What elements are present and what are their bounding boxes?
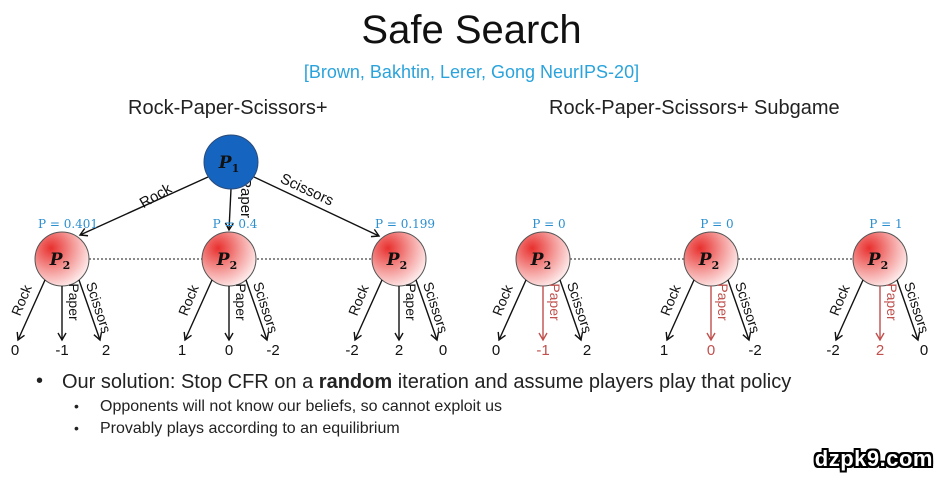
right-payoff-scissors-0: 2 bbox=[583, 342, 591, 359]
right-prob-label-0: P = 0 bbox=[532, 217, 565, 231]
right-payoff-rock-0: 0 bbox=[492, 342, 500, 359]
right-prob-label-1: P = 0 bbox=[700, 217, 733, 231]
left-payoff-scissors-0: 2 bbox=[102, 342, 110, 359]
right-edge-scissors-1 bbox=[727, 279, 752, 342]
bullet-list: Our solution: Stop CFR on a random itera… bbox=[36, 370, 792, 438]
right-edge-scissors-2 bbox=[896, 279, 921, 342]
right-edge-scissors-0 bbox=[559, 279, 584, 342]
root-edge-paper bbox=[224, 188, 234, 232]
left-prob-label-0: P = 0.401 bbox=[38, 217, 98, 231]
left-edge-rock-2 bbox=[353, 279, 383, 342]
bullet-main-post: iteration and assume players play that p… bbox=[392, 371, 792, 393]
right-payoff-scissors-1: -2 bbox=[748, 342, 761, 359]
right-action-scissors-2: Scissors bbox=[901, 280, 933, 335]
left-action-scissors-1: Scissors bbox=[250, 280, 282, 335]
right-payoff-paper-0: -1 bbox=[536, 342, 549, 359]
root-edge-rock bbox=[78, 176, 209, 237]
slide-title: Safe Search bbox=[361, 8, 582, 52]
right-payoff-rock-1: 1 bbox=[660, 342, 668, 359]
left-payoff-rock-0: 0 bbox=[11, 342, 19, 359]
left-action-paper-2: Paper bbox=[403, 283, 419, 321]
right-edge-rock-2 bbox=[834, 279, 864, 342]
right-action-paper-1: Paper bbox=[715, 283, 731, 321]
left-payoff-scissors-2: 0 bbox=[439, 342, 447, 359]
right-payoff-paper-1: 0 bbox=[707, 342, 715, 359]
root-action-rock: Rock bbox=[137, 180, 176, 212]
left-action-paper-0: Paper bbox=[66, 283, 82, 321]
right-action-scissors-0: Scissors bbox=[564, 280, 596, 335]
left-action-scissors-2: Scissors bbox=[420, 280, 452, 335]
left-prob-label-1: P = 0.4 bbox=[213, 217, 258, 231]
root-action-paper: Paper bbox=[237, 178, 254, 218]
left-action-scissors-0: Scissors bbox=[83, 280, 115, 335]
right-prob-label-2: P = 1 bbox=[869, 217, 902, 231]
left-payoff-scissors-1: -2 bbox=[266, 342, 279, 359]
bullet-sub-1: Opponents will not know our beliefs, so … bbox=[74, 398, 791, 416]
right-payoff-rock-2: -2 bbox=[826, 342, 839, 359]
citation: [Brown, Bakhtin, Lerer, Gong NeurIPS-20] bbox=[303, 62, 640, 82]
right-edge-rock-1 bbox=[665, 279, 695, 342]
bullet-sub-2: Provably plays according to an equilibri… bbox=[74, 420, 791, 438]
right-action-paper-2: Paper bbox=[884, 283, 900, 321]
left-payoff-paper-2: 2 bbox=[395, 342, 403, 359]
left-payoff-rock-2: -2 bbox=[345, 342, 358, 359]
left-edge-scissors-2 bbox=[415, 279, 440, 342]
left-payoff-paper-1: 0 bbox=[225, 342, 233, 359]
right-edge-rock-0 bbox=[497, 279, 527, 342]
left-action-paper-1: Paper bbox=[233, 283, 249, 321]
right-action-paper-0: Paper bbox=[547, 283, 563, 321]
left-payoff-paper-0: -1 bbox=[55, 342, 68, 359]
left-edge-scissors-1 bbox=[245, 279, 270, 342]
watermark: dzpk9.com bbox=[814, 446, 933, 471]
right-diagram-title: Rock-Paper-Scissors+ Subgame bbox=[549, 97, 840, 119]
bullet-main-pre: Our solution: Stop CFR on a bbox=[62, 371, 319, 393]
root-action-scissors: Scissors bbox=[278, 170, 337, 209]
right-payoff-paper-2: 2 bbox=[876, 342, 884, 359]
bullet-main: Our solution: Stop CFR on a random itera… bbox=[36, 370, 792, 394]
bullet-main-bold: random bbox=[318, 371, 393, 393]
left-payoff-rock-1: 1 bbox=[178, 342, 186, 359]
left-diagram-title: Rock-Paper-Scissors+ bbox=[128, 97, 328, 119]
left-edge-rock-0 bbox=[16, 279, 46, 342]
right-payoff-scissors-2: 0 bbox=[920, 342, 928, 359]
p1-root-node bbox=[203, 134, 259, 190]
left-prob-label-2: P = 0.199 bbox=[375, 217, 435, 231]
left-edge-scissors-0 bbox=[78, 279, 103, 342]
left-edge-rock-1 bbox=[183, 279, 213, 342]
root-edge-scissors bbox=[253, 176, 381, 238]
right-action-scissors-1: Scissors bbox=[732, 280, 764, 335]
